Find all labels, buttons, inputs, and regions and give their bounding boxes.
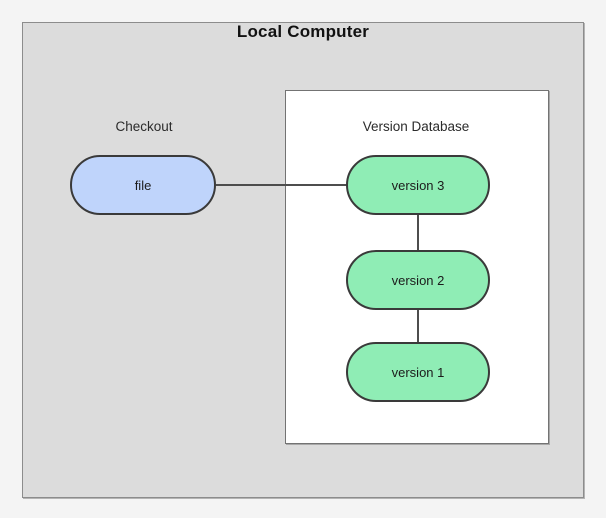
- node-version-3[interactable]: version 3: [346, 155, 490, 215]
- node-version-1-label: version 1: [391, 364, 445, 380]
- node-version-1[interactable]: version 1: [346, 342, 490, 402]
- checkout-group-label: Checkout: [115, 119, 173, 134]
- node-file[interactable]: file: [70, 155, 216, 215]
- node-version-2-label: version 2: [391, 272, 445, 288]
- node-file-label: file: [134, 177, 152, 193]
- page-title: Local Computer: [236, 22, 370, 41]
- node-version-3-label: version 3: [391, 177, 445, 193]
- version-database-group-label: Version Database: [362, 119, 470, 134]
- node-version-2[interactable]: version 2: [346, 250, 490, 310]
